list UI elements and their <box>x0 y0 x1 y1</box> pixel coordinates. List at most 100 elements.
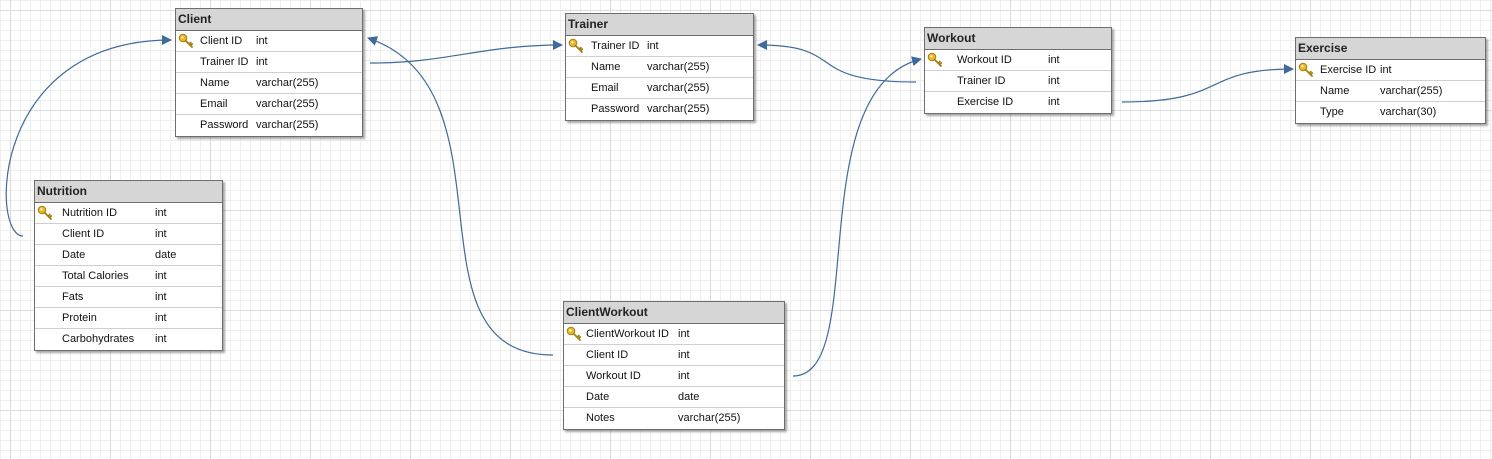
trainer-row[interactable]: Password varchar(255) <box>566 99 753 120</box>
column-type: date <box>155 249 177 261</box>
workout-row[interactable]: Workout ID int <box>925 50 1111 71</box>
column-type: int <box>256 56 268 68</box>
trainer-table-title: Trainer <box>566 14 753 36</box>
column-name: Name <box>591 61 621 73</box>
column-type: varchar(255) <box>647 61 710 73</box>
column-name: Total Calories <box>62 270 129 282</box>
client-row[interactable]: Client ID int <box>176 31 362 52</box>
column-type: int <box>256 35 268 47</box>
client-row[interactable]: Email varchar(255) <box>176 94 362 115</box>
column-name: Workout ID <box>957 54 1012 66</box>
column-name: Name <box>200 77 230 89</box>
column-name: Workout ID <box>586 370 641 382</box>
column-type: int <box>678 370 690 382</box>
clientworkout-row[interactable]: ClientWorkout ID int <box>564 324 784 345</box>
column-name: Type <box>1320 106 1344 118</box>
column-type: int <box>1048 75 1060 87</box>
exercise-row[interactable]: Name varchar(255) <box>1296 81 1485 102</box>
column-name: Password <box>200 119 249 131</box>
connector-nutrition-client <box>5 35 172 237</box>
connector-workout-trainer <box>757 40 917 83</box>
column-type: varchar(30) <box>1380 106 1437 118</box>
key-icon <box>178 33 194 49</box>
column-name: Password <box>591 103 640 115</box>
clientworkout-table-title: ClientWorkout <box>564 302 784 324</box>
exercise-table-title: Exercise <box>1296 38 1485 60</box>
column-name: Carbohydrates <box>62 333 135 345</box>
key-icon <box>566 326 582 342</box>
column-name: Trainer ID <box>591 40 640 52</box>
connector-client-trainer <box>369 40 563 64</box>
column-name: Email <box>200 98 228 110</box>
column-type: varchar(255) <box>256 77 319 89</box>
clientworkout-row[interactable]: Client ID int <box>564 345 784 366</box>
column-type: int <box>155 228 167 240</box>
column-name: Notes <box>586 412 615 424</box>
column-name: Name <box>1320 85 1350 97</box>
column-name: Client ID <box>62 228 105 240</box>
column-type: varchar(255) <box>647 103 710 115</box>
column-name: Protein <box>62 312 97 324</box>
column-type: int <box>1048 54 1060 66</box>
column-name: Exercise ID <box>1320 64 1377 76</box>
clientworkout-row[interactable]: Workout ID int <box>564 366 784 387</box>
column-name: ClientWorkout ID <box>586 328 669 340</box>
nutrition-row[interactable]: Date date <box>35 245 222 266</box>
client-table-title: Client <box>176 9 362 31</box>
workout-row[interactable]: Trainer ID int <box>925 71 1111 92</box>
column-type: varchar(255) <box>1380 85 1443 97</box>
key-icon <box>37 205 53 221</box>
key-icon <box>1298 62 1314 78</box>
column-type: int <box>678 328 690 340</box>
client-row[interactable]: Password varchar(255) <box>176 115 362 136</box>
column-name: Date <box>586 391 610 403</box>
column-type: int <box>155 207 167 219</box>
client-row[interactable]: Trainer ID int <box>176 52 362 73</box>
column-name: Trainer ID <box>200 56 249 68</box>
workout-row[interactable]: Exercise ID int <box>925 92 1111 113</box>
column-name: Fats <box>62 291 84 303</box>
column-name: Trainer ID <box>957 75 1006 87</box>
trainer-row[interactable]: Name varchar(255) <box>566 57 753 78</box>
exercise-row[interactable]: Type varchar(30) <box>1296 102 1485 123</box>
column-name: Date <box>62 249 86 261</box>
nutrition-row[interactable]: Client ID int <box>35 224 222 245</box>
trainer-row[interactable]: Trainer ID int <box>566 36 753 57</box>
column-type: int <box>1048 96 1060 108</box>
column-name: Exercise ID <box>957 96 1014 108</box>
column-name: Client ID <box>200 35 243 47</box>
column-type: date <box>678 391 700 403</box>
key-icon <box>568 38 584 54</box>
column-type: int <box>1380 64 1392 76</box>
column-type: int <box>647 40 659 52</box>
nutrition-table-title: Nutrition <box>35 181 222 203</box>
connector-clientworkout-client <box>367 36 554 356</box>
column-name: Client ID <box>586 349 629 361</box>
column-type: varchar(255) <box>647 82 710 94</box>
client-row[interactable]: Name varchar(255) <box>176 73 362 94</box>
connector-workout-exercise <box>1121 64 1294 103</box>
column-type: varchar(255) <box>256 98 319 110</box>
column-type: varchar(255) <box>256 119 319 131</box>
column-type: int <box>678 349 690 361</box>
clientworkout-row[interactable]: Date date <box>564 387 784 408</box>
